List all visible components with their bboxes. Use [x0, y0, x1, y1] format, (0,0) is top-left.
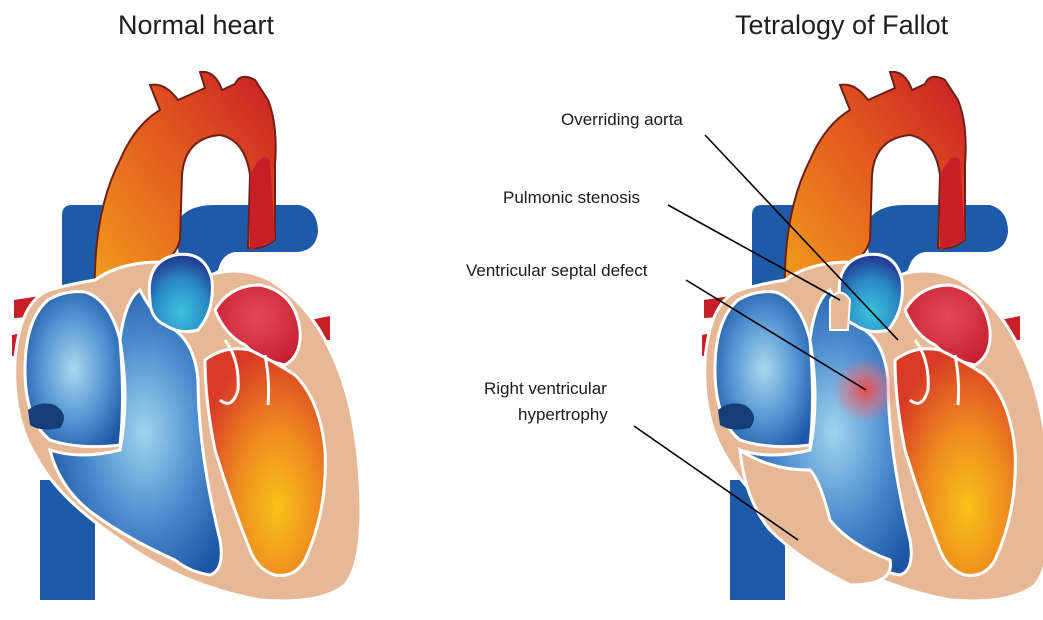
label-right-ventricular: Right ventricular	[484, 379, 607, 398]
label-pulmonic-stenosis: Pulmonic stenosis	[503, 188, 640, 207]
normal-heart-illustration	[12, 72, 361, 601]
label-overriding-aorta: Overriding aorta	[561, 110, 683, 129]
label-ventricular-septal-defect: Ventricular septal defect	[466, 261, 648, 280]
tetralogy-heart-illustration	[702, 72, 1043, 601]
pulmonic-stenosis-region	[830, 293, 850, 331]
label-hypertrophy: hypertrophy	[518, 405, 608, 424]
